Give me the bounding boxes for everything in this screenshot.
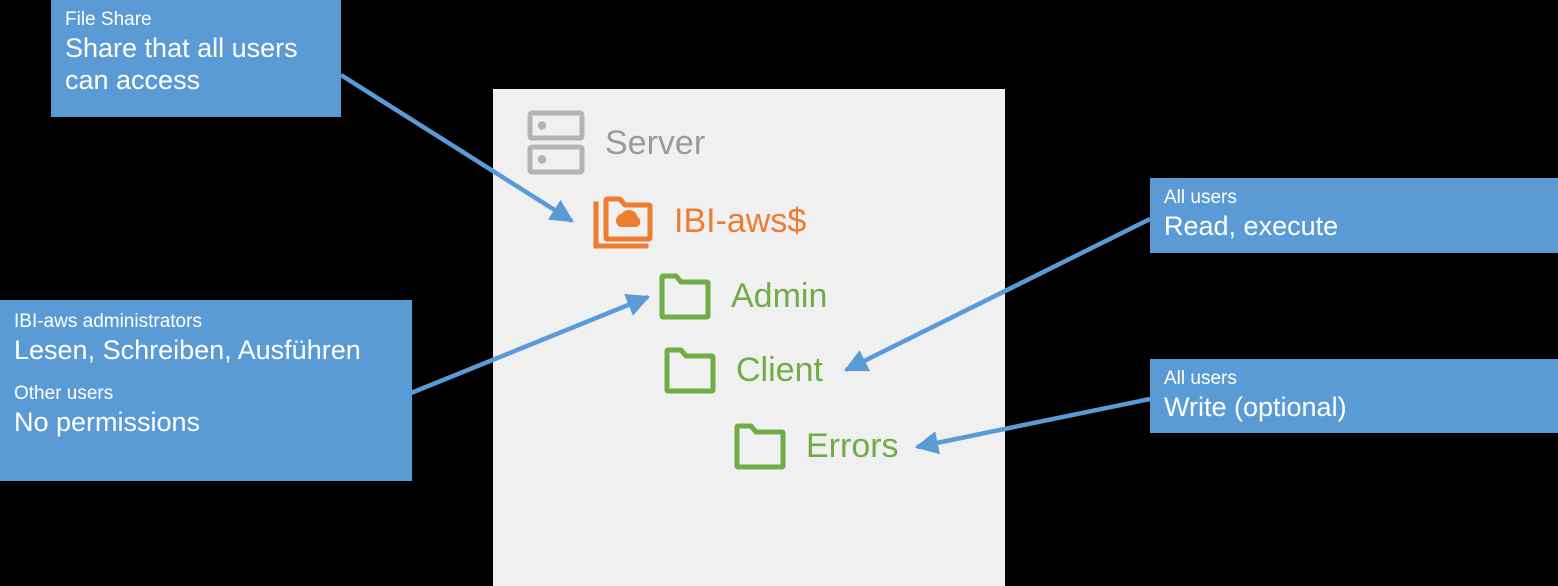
node-label-errors: Errors [806,426,899,465]
node-label-server: Server [605,123,706,162]
node-share[interactable]: IBI-aws$ [592,190,806,252]
callout-file-share[interactable]: File Share Share that all users can acce… [51,0,341,117]
node-label-admin: Admin [731,276,828,315]
callout-body-line2: can access [65,65,201,96]
shared-folder-cloud-icon [593,196,653,249]
callout-body: Write (optional) [1164,391,1347,422]
callout-body: Read, execute [1164,210,1339,241]
callout-body-secondary: No permissions [14,406,201,437]
callout-head: All users [1164,368,1237,389]
callout-all-users-read[interactable]: All users Read, execute [1150,178,1558,253]
node-label-client: Client [736,350,823,389]
server-icon [527,110,585,175]
callout-head: File Share [65,9,152,30]
node-server[interactable]: Server [527,110,705,176]
folder-icon [659,273,711,320]
node-client[interactable]: Client [662,344,823,396]
node-admin[interactable]: Admin [657,270,827,322]
callout-head-secondary: Other users [14,383,114,405]
folder-icon [664,347,716,394]
callout-body-line1: Share that all users [65,32,298,63]
callout-admin-permissions[interactable]: IBI-aws administrators Lesen, Schreiben,… [0,300,412,481]
callout-head: All users [1164,187,1237,208]
folder-icon [734,423,786,470]
callout-spacer [14,366,398,382]
callout-body: Lesen, Schreiben, Ausführen [14,334,361,365]
node-errors[interactable]: Errors [732,420,899,472]
callout-all-users-write[interactable]: All users Write (optional) [1150,359,1558,433]
node-label-share: IBI-aws$ [674,201,807,240]
callout-head: IBI-aws administrators [14,311,202,332]
